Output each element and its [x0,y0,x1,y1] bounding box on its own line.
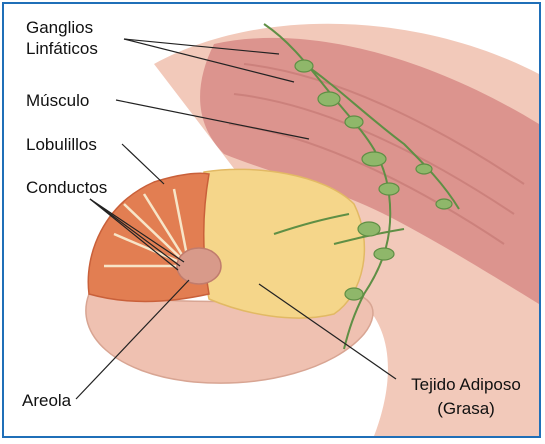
label-lymph-nodes-line2: Linfáticos [26,38,98,59]
breast-anatomy-illustration [4,4,539,436]
label-areola: Areola [22,390,71,411]
label-adipose-line2: (Grasa) [401,398,531,419]
label-muscle: Músculo [26,90,89,111]
label-ducts: Conductos [26,177,107,198]
areola-shape [177,248,221,284]
label-adipose-line1: Tejido Adiposo [401,374,531,395]
label-lobules: Lobulillos [26,134,97,155]
diagram-frame: Ganglios Linfáticos Músculo Lobulillos C… [2,2,541,438]
label-lymph-nodes-line1: Ganglios [26,17,93,38]
